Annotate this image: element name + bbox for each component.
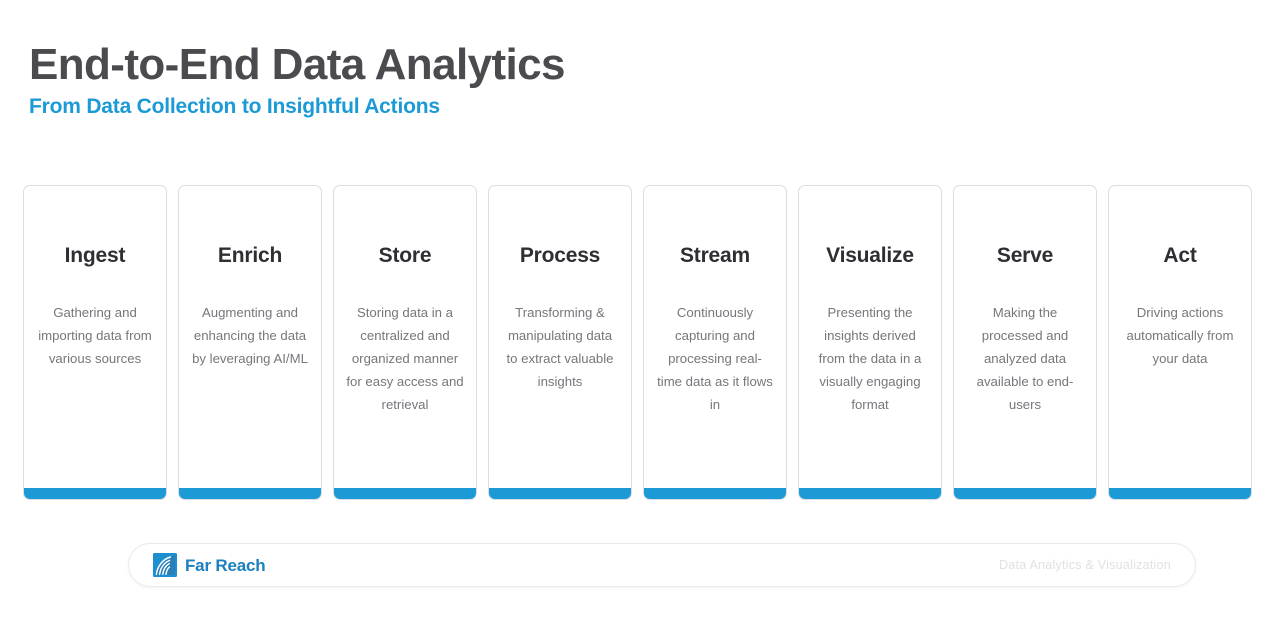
- stage-card-description: Storing data in a centralized and organi…: [346, 305, 464, 413]
- stage-card-title: Visualize: [826, 244, 914, 267]
- stage-card-accent-bar: [179, 488, 321, 499]
- footer-tagline: Data Analytics & Visualization: [999, 558, 1171, 572]
- stage-card-title: Enrich: [217, 244, 283, 267]
- stage-card-accent-bar: [799, 488, 941, 499]
- far-reach-wave-logo-icon: [153, 553, 177, 577]
- stage-card-accent-bar: [489, 488, 631, 499]
- stage-card-title: Store: [378, 244, 432, 267]
- stage-card-description: Transforming & manipulating data to extr…: [506, 305, 614, 390]
- stage-card-accent-bar: [334, 488, 476, 499]
- brand: Far Reach: [153, 553, 266, 577]
- brand-name: Far Reach: [185, 555, 266, 575]
- page-title: End-to-End Data Analytics: [29, 40, 565, 89]
- stage-card-description: Continuously capturing and processing re…: [657, 305, 773, 413]
- page-subtitle: From Data Collection to Insightful Actio…: [29, 95, 440, 119]
- stage-card-accent-bar: [1109, 488, 1251, 499]
- stage-card-description: Augmenting and enhancing the data by lev…: [192, 305, 308, 367]
- stage-card-description: Driving actions automatically from your …: [1126, 305, 1234, 367]
- stage-card-accent-bar: [644, 488, 786, 499]
- stage-card-title: Process: [519, 244, 601, 267]
- stage-card-description: Making the processed and analyzed data a…: [976, 305, 1074, 413]
- stage-card-title: Ingest: [64, 244, 126, 267]
- footer-bar: Far Reach Data Analytics & Visualization: [128, 543, 1196, 587]
- stage-card-accent-bar: [954, 488, 1096, 499]
- stage-card-title: Act: [1163, 244, 1197, 267]
- stage-card-description: Presenting the insights derived from the…: [818, 305, 922, 413]
- stage-card-description: Gathering and importing data from variou…: [38, 305, 152, 367]
- page-header: End-to-End Data Analytics From Data Coll…: [29, 40, 1029, 119]
- stage-card-accent-bar: [24, 488, 166, 499]
- stage-card-title: Stream: [679, 244, 750, 267]
- stage-card-title: Serve: [996, 244, 1054, 267]
